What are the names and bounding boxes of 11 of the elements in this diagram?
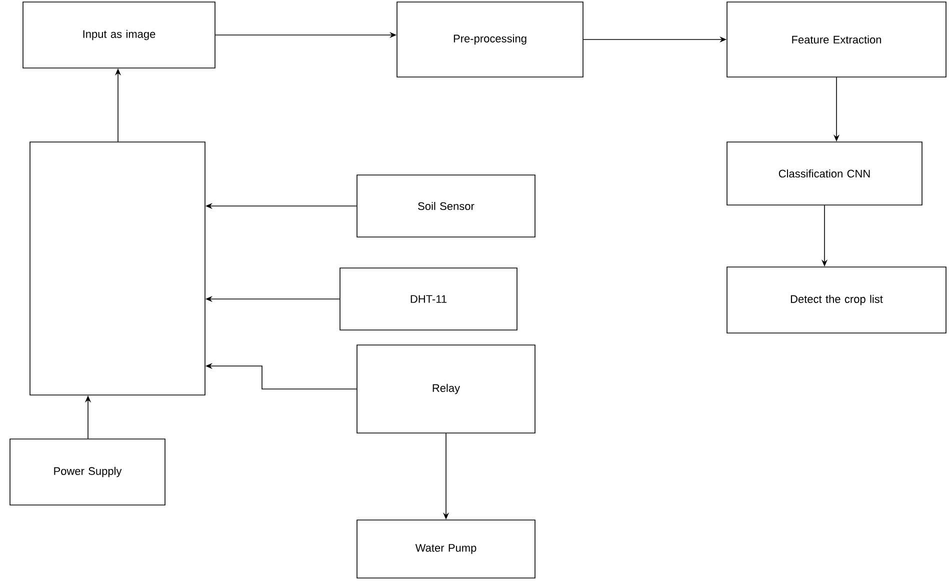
process-box: DHT-11: [340, 268, 518, 330]
process-box: Water Pump: [356, 520, 536, 578]
process-box: Pre-processing: [396, 2, 584, 78]
process-box: Relay: [356, 344, 536, 434]
empty-box: [30, 142, 206, 396]
process-box: Input as image: [22, 2, 216, 68]
process-box: Power Supply: [10, 438, 166, 506]
process-box: Soil Sensor: [356, 174, 536, 238]
process-box: Classification CNN: [726, 142, 922, 206]
process-box: Feature Extraction: [726, 2, 946, 78]
process-box: Detect the crop list: [726, 266, 946, 334]
